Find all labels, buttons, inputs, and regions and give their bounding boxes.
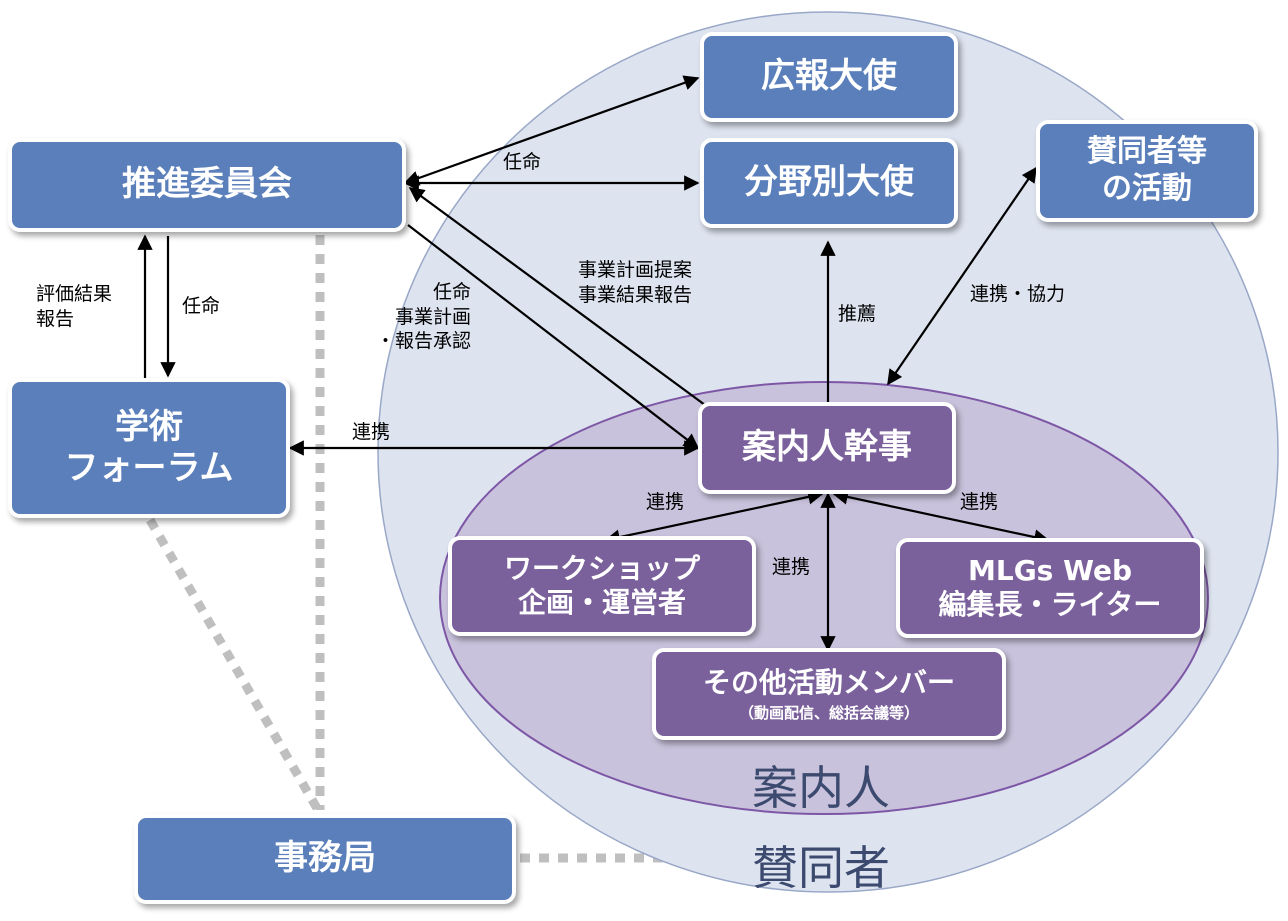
label-renkei-forum: 連携 [352, 421, 391, 443]
mlgs-web-line2: 編集長・ライター [938, 588, 1162, 621]
koho-taishi-label: 広報大使 [761, 56, 897, 97]
bunya-taishi-label: 分野別大使 [744, 162, 914, 203]
label-ninmei-approve: 任命 事業計画 ・報告承認 [363, 280, 471, 354]
label-ninmei-top: 任命 [503, 151, 542, 173]
sando-katsudo-box: 賛同者等 の活動 [1036, 120, 1258, 222]
mlgs-web-box: MLGs Web 編集長・ライター [896, 538, 1204, 638]
label-teian: 事業計画提案 事業結果報告 [578, 258, 692, 307]
arrow-suishin-kanji [407, 224, 700, 449]
workshop-line2: 企画・運営者 [517, 586, 686, 619]
label-hyoka: 評価結果 報告 [36, 282, 112, 331]
arrow-kanji-suishin [408, 187, 706, 406]
gakujutsu-forum-box: 学術 フォーラム [8, 378, 290, 518]
label-renkei-sonota: 連携 [772, 556, 811, 578]
annainin-kanji-box: 案内人幹事 [698, 402, 956, 494]
koho-taishi-box: 広報大使 [700, 32, 958, 122]
annainin-kanji-label: 案内人幹事 [742, 427, 912, 468]
arrow-kanji-mlgs [832, 489, 1050, 545]
sando-katsudo-line1: 賛同者等 [1087, 134, 1207, 170]
gakujutsu-forum-line2: フォーラム [64, 448, 234, 488]
label-ninmei-approve-line3: ・報告承認 [375, 330, 471, 353]
label-hyoka-line2: 報告 [36, 307, 75, 330]
suishin-iinkai-label: 推進委員会 [122, 164, 292, 205]
arrow-kanji-sando [887, 166, 1037, 386]
mlgs-web-line1: MLGs Web [967, 553, 1133, 587]
arrow-suishin-koho [403, 75, 700, 186]
label-suisen: 推薦 [838, 303, 877, 325]
sando-katsudo-line2: の活動 [1102, 171, 1192, 206]
label-hyoka-line1: 評価結果 [36, 283, 113, 305]
arrow-kanji-workshop [604, 489, 824, 545]
gakujutsu-forum-line1: 学術 [115, 406, 183, 447]
annainin-group-label: 案内人 [752, 761, 890, 815]
label-renkei-kyoryoku: 連携・協力 [970, 283, 1066, 305]
bunya-taishi-box: 分野別大使 [700, 138, 958, 228]
jimukyoku-label: 事務局 [274, 838, 376, 879]
sandosha-group-label: 賛同者 [752, 841, 890, 895]
sonota-member-box: その他活動メンバー （動画配信、総括会議等） [652, 648, 1006, 740]
sonota-member-sub: （動画配信、総括会議等） [738, 703, 919, 722]
jimukyoku-box: 事務局 [134, 814, 516, 904]
workshop-line1: ワークショップ [503, 551, 700, 585]
dotted-line-forum-jimukyoku [146, 517, 322, 813]
label-teian-line1: 事業計画提案 [578, 259, 693, 281]
label-ninmei-left: 任命 [182, 295, 221, 317]
label-ninmei-approve-line1: 任命 [432, 281, 471, 303]
label-renkei-ws: 連携 [646, 491, 685, 513]
suishin-iinkai-box: 推進委員会 [8, 138, 406, 232]
label-ninmei-approve-line2: 事業計画 [394, 305, 471, 328]
label-teian-line2: 事業結果報告 [578, 283, 693, 306]
sonota-member-label: その他活動メンバー [702, 665, 955, 699]
workshop-box: ワークショップ 企画・運営者 [448, 536, 756, 636]
label-renkei-mlgs: 連携 [960, 491, 999, 513]
